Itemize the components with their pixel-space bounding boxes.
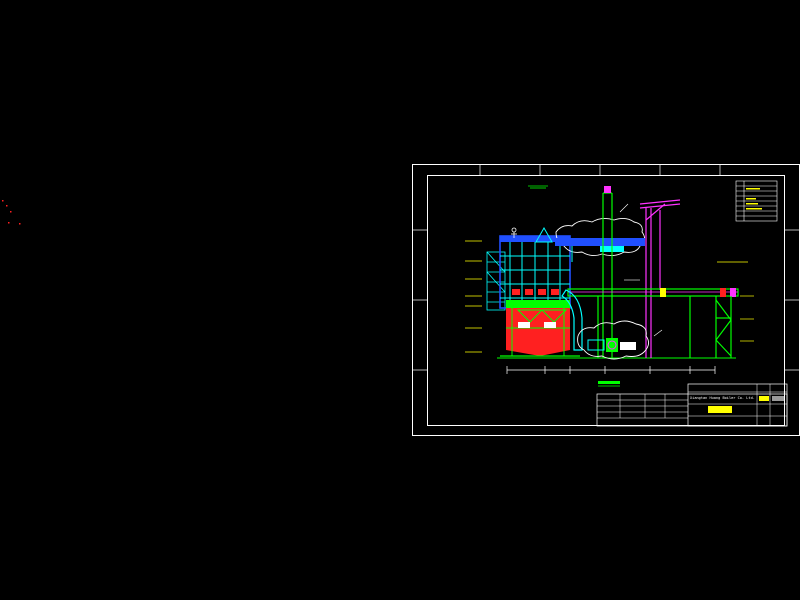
dimension-line [506, 366, 716, 374]
sheet-outer-border [412, 164, 800, 436]
legend-table[interactable] [735, 180, 778, 222]
zone-ticks [412, 164, 799, 371]
sheet-inner-frame [427, 175, 785, 426]
elbow-duct[interactable] [561, 289, 583, 351]
staircase[interactable] [486, 251, 506, 311]
stray-points [2, 200, 21, 225]
chimney-stack[interactable] [602, 186, 613, 358]
title-block[interactable]: Xiangtan Huang Boiler Co. Ltd. [596, 383, 788, 427]
view-title-mark [528, 185, 548, 189]
horizontal-duct[interactable] [567, 288, 739, 297]
fan-motor-assembly[interactable] [577, 320, 649, 360]
elevation-marks-left [465, 240, 482, 353]
drawing-sheet[interactable] [412, 164, 800, 436]
support-frame-right[interactable] [597, 296, 732, 358]
hopper-section[interactable] [500, 300, 580, 357]
leader-lines [619, 203, 663, 337]
company-line: Xiangtan Huang Boiler Co. Ltd. [690, 396, 755, 400]
elevation-marks-right [717, 261, 754, 342]
section-mark [598, 381, 620, 387]
